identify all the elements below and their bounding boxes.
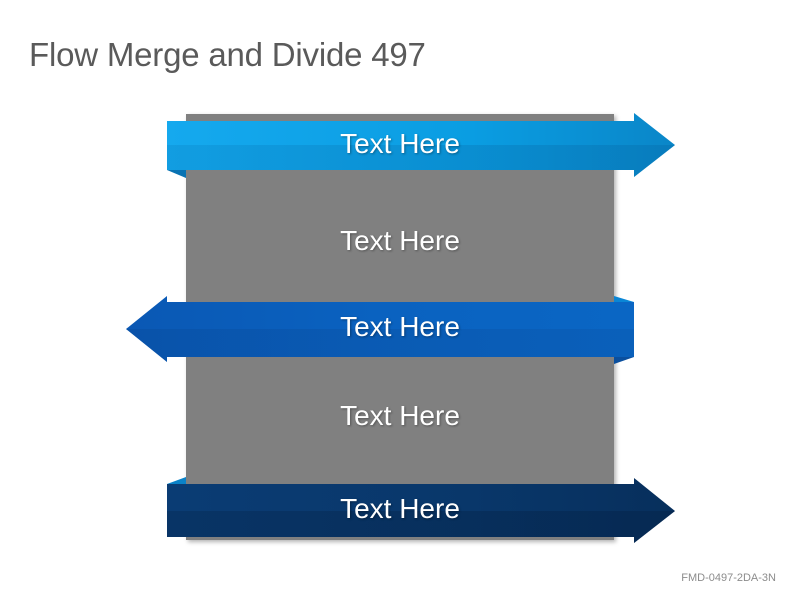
panel-label-upper: Text Here: [340, 225, 460, 256]
panel-label-lower: Text Here: [340, 400, 460, 431]
arrow-bottom-right: [167, 477, 675, 543]
arrow-top-right: [167, 113, 675, 178]
arrow-middle-label: Text Here: [340, 311, 460, 342]
arrow-top-label: Text Here: [340, 128, 460, 159]
arrow-bottom-label: Text Here: [340, 493, 460, 524]
arrow-middle-left: [126, 296, 634, 364]
footer-code: FMD-0497-2DA-3N: [681, 572, 776, 584]
page-title: Flow Merge and Divide 497: [29, 36, 426, 73]
